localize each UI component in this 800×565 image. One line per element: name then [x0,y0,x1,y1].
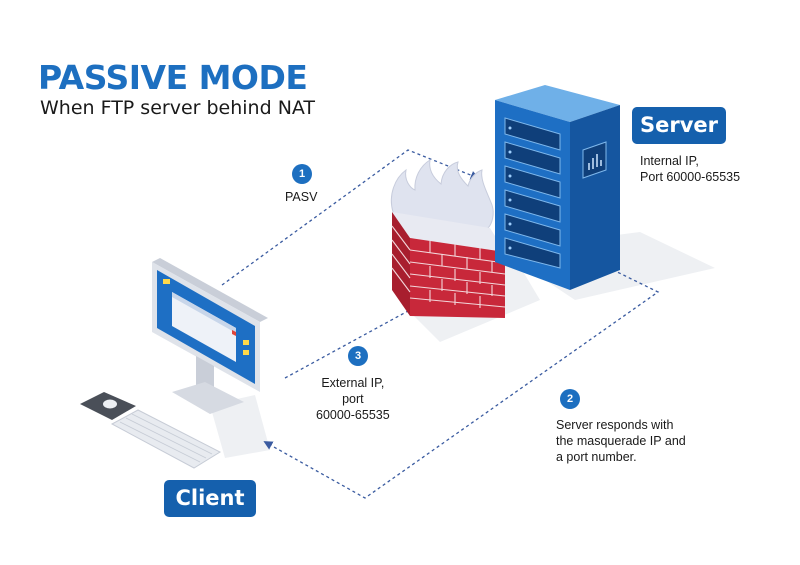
firewall-illustration [390,159,506,318]
server-rack-illustration [495,85,620,290]
step-number-badge: 1 [292,164,312,184]
step-text-line: the masquerade IP and [556,434,686,448]
step-text-line: Server responds with [556,418,674,432]
arrow-external-port [284,261,499,379]
server-info-line: Port 60000-65535 [640,170,741,184]
page-subtitle: When FTP server behind NAT [40,97,316,119]
page-title: PASSIVE MODE [38,58,308,97]
step-text-line: PASV [285,190,318,204]
monitor-base [172,382,244,414]
step-1-text: PASV [285,189,317,205]
server-bays [504,117,561,269]
client-computer-illustration [80,258,268,469]
server-info-line: Internal IP, [640,154,699,168]
firewall-wall-face [410,238,505,318]
server-top [495,85,620,122]
server-label-badge: Server [632,107,726,144]
screen-window [172,292,236,362]
mouse [103,399,117,409]
step-3-text: External IP, port 60000-65535 [316,375,390,423]
step-text-line: 60000-65535 [316,408,390,422]
step-text-line: a port number. [556,450,637,464]
server-side [570,105,620,290]
firewall-wall-front [392,212,410,316]
firewall-wall-top [392,212,505,252]
step-number-badge: 2 [560,389,580,409]
step-text-line: External IP, [321,376,385,390]
server-info: Internal IP, Port 60000-65535 [640,153,740,185]
step-text-line: port [342,392,364,406]
monitor-back [152,258,268,322]
arrow-pasv [221,149,480,286]
step-2-text: Server responds with the masquerade IP a… [556,417,686,465]
client-label-badge: Client [164,480,256,517]
step-number-badge: 3 [348,346,368,366]
